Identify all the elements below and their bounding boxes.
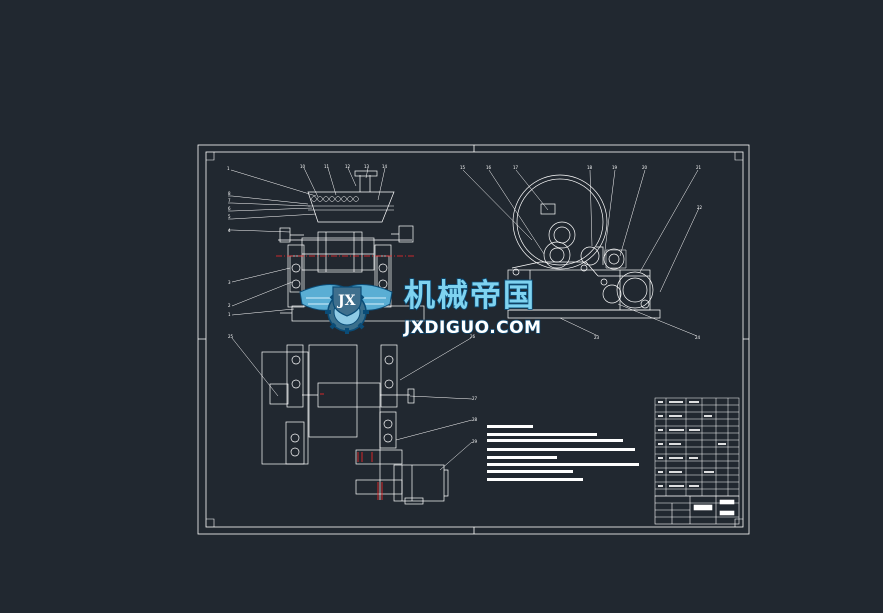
callout-label: 13 [364, 164, 370, 169]
callout-label: 11 [324, 164, 330, 169]
callout-label: 7 [228, 198, 231, 203]
callout-label: 18 [587, 165, 593, 170]
side-view-leaders [462, 169, 700, 337]
drawing-sheet [197, 144, 750, 535]
callout-label: 19 [612, 165, 618, 170]
watermark-brand-cn: 机械帝国 [404, 278, 536, 314]
callout-label: 27 [472, 396, 478, 401]
callout-label: 14 [382, 164, 388, 169]
watermark-logo: JX [299, 284, 393, 334]
side-view [507, 174, 661, 319]
callout-label: 4 [228, 228, 231, 233]
front-view [278, 170, 425, 322]
watermark-logo-text: JX [336, 293, 356, 309]
technical-notes [487, 425, 639, 481]
callout-label: 22 [697, 205, 703, 210]
front-view-leaders [228, 167, 386, 316]
plan-view-leaders [231, 337, 473, 471]
callout-label: 20 [642, 165, 648, 170]
sheet-border [197, 144, 750, 535]
callout-label: 28 [472, 417, 478, 422]
callout-label: 17 [513, 165, 519, 170]
callout-label: 2 [228, 303, 231, 308]
plan-view [261, 344, 449, 505]
callout-label: 5 [228, 214, 231, 219]
callout-label: 24 [695, 335, 701, 340]
callout-label: 12 [345, 164, 351, 169]
callout-label: 25 [228, 334, 234, 339]
callout-label: 8 [228, 191, 231, 196]
callout-label: 1 [228, 312, 231, 317]
callout-label: 6 [228, 206, 231, 211]
plan-view-red-marks [320, 393, 383, 500]
watermark-brand-en: JXDIGUO.COM [403, 318, 542, 338]
parts-list-fills [658, 401, 726, 487]
callout-label: 21 [696, 165, 702, 170]
side-view-callouts: 15 16 17 18 19 20 21 22 23 24 [460, 165, 703, 340]
callout-label: 16 [486, 165, 492, 170]
callout-label: 15 [460, 165, 466, 170]
callout-label: 3 [228, 280, 231, 285]
plan-view-callouts: 25 26 27 28 29 [228, 334, 478, 444]
callout-label: 29 [472, 439, 478, 444]
callout-label: 1 [227, 166, 230, 171]
front-view-callouts: 1 10 11 12 13 14 8 7 6 5 4 3 2 1 [227, 164, 388, 317]
callout-label: 23 [594, 335, 600, 340]
title-block [654, 495, 740, 525]
sheet-inner-frame [205, 151, 744, 528]
callout-label: 26 [470, 334, 476, 339]
callout-label: 10 [300, 164, 306, 169]
